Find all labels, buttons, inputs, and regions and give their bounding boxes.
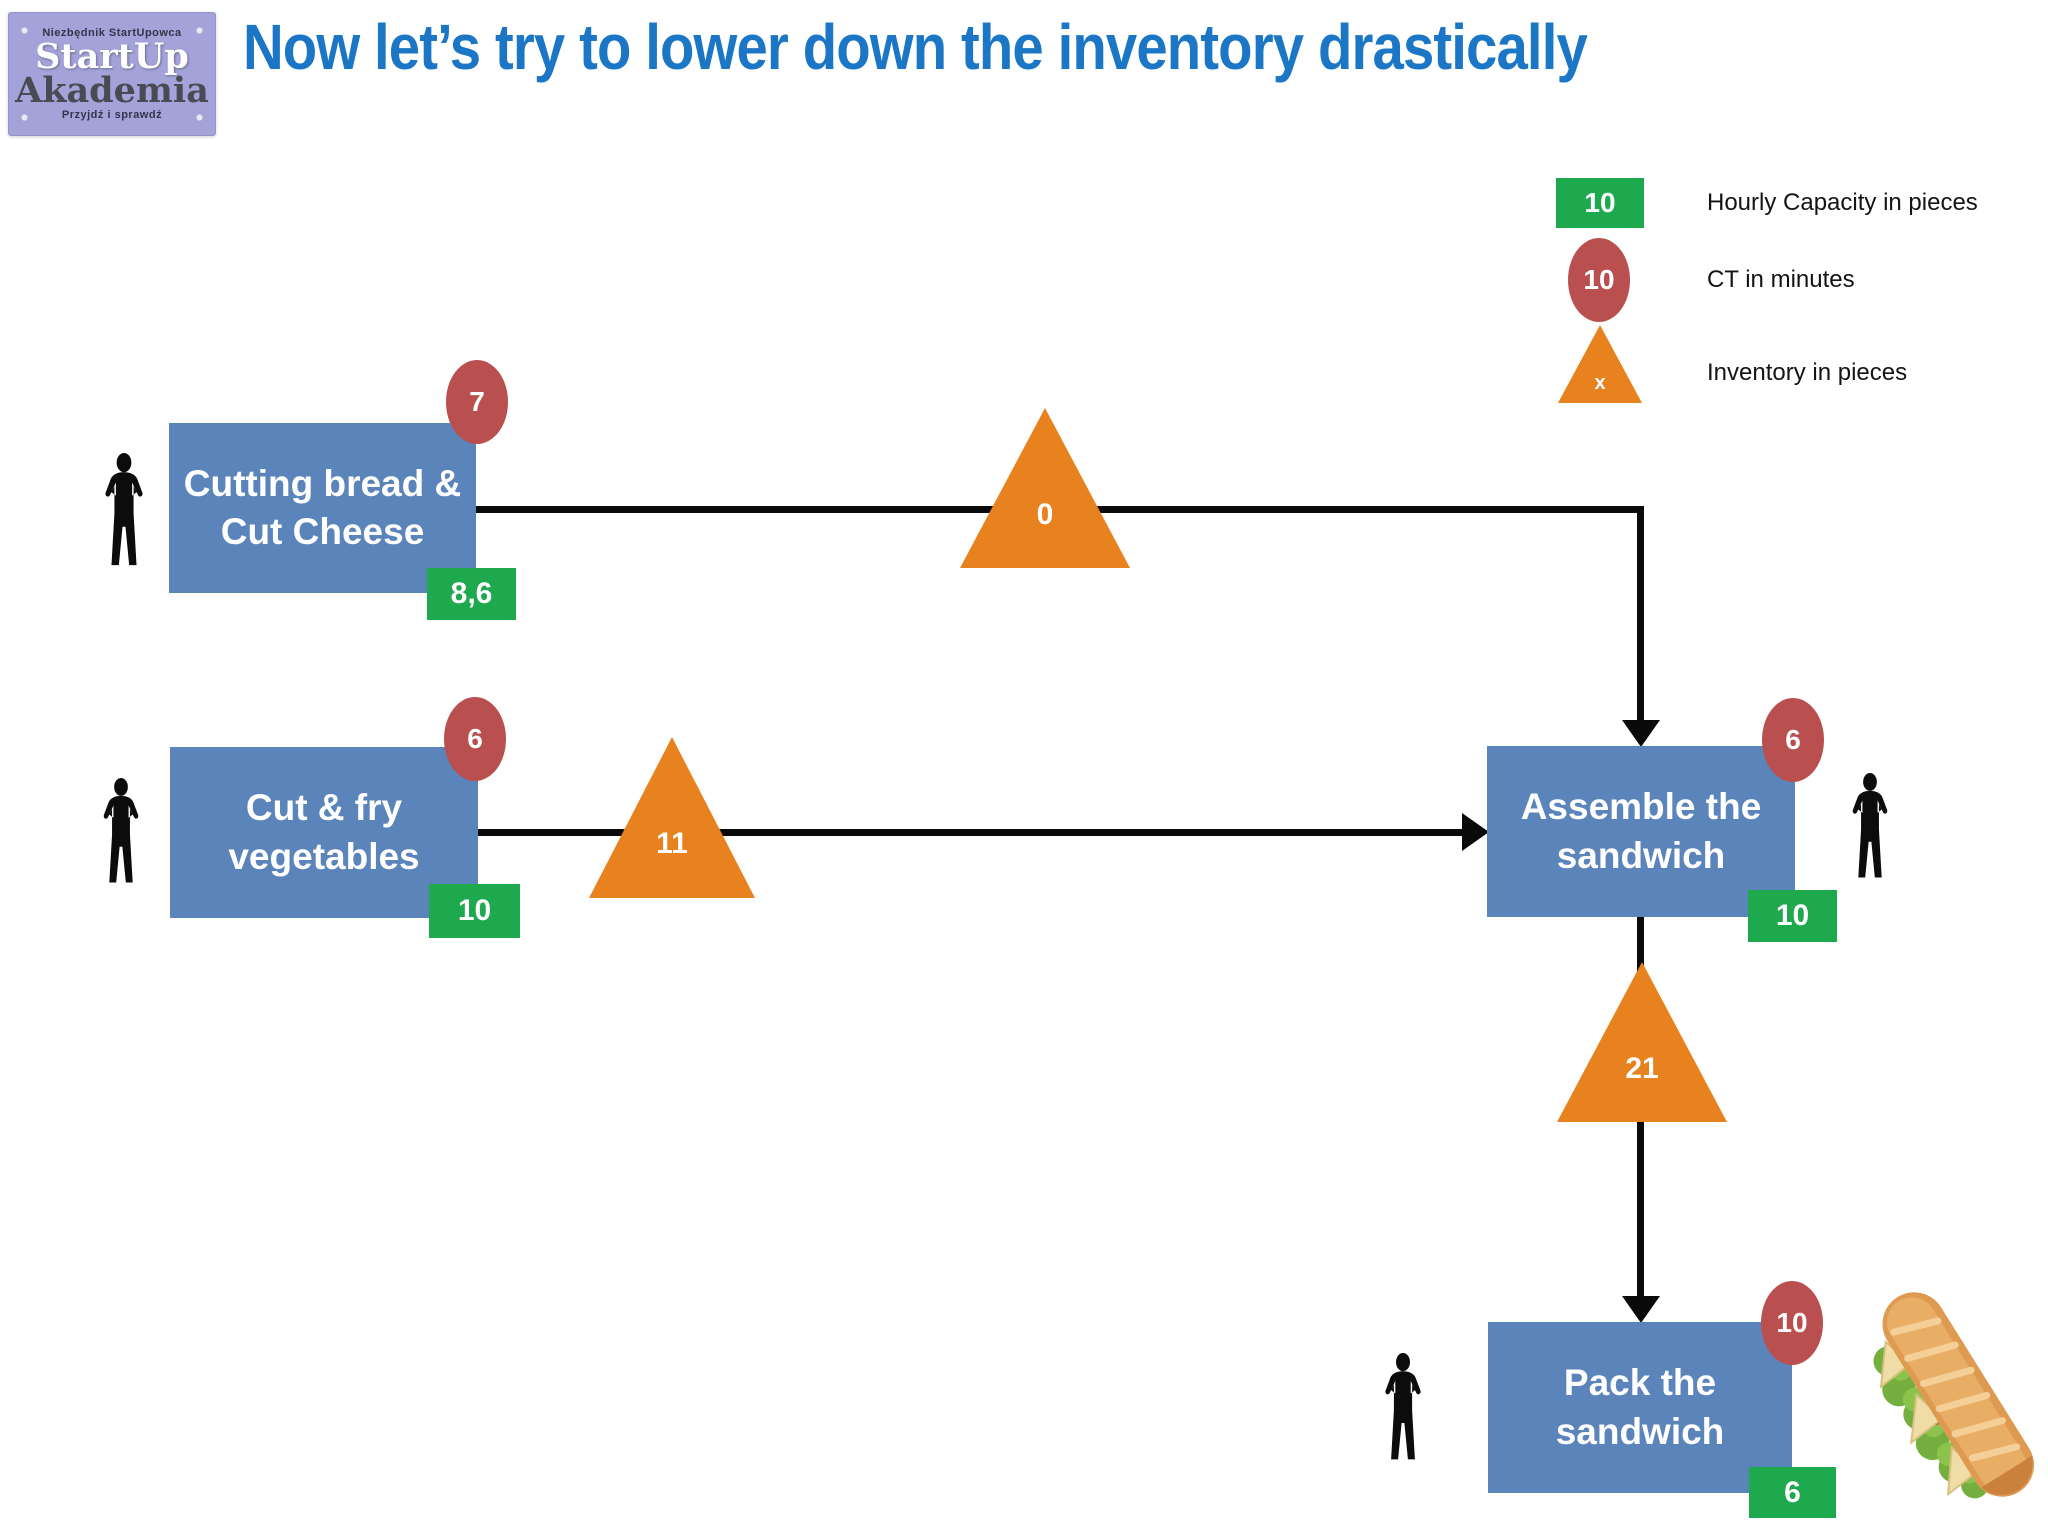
ct-badge-pack-sandwich: 10: [1761, 1281, 1823, 1365]
inventory-triangle-assemble-pack: 21: [1557, 962, 1727, 1122]
inventory-triangle-vegetables-assemble: 11: [589, 737, 755, 898]
screw-icon: [21, 27, 28, 34]
legend-ct-swatch: 10: [1568, 238, 1630, 322]
legend-inventory-swatch: x: [1558, 325, 1642, 403]
sandwich-image: [1843, 1292, 2041, 1520]
logo-name-line1: StartUp: [35, 36, 189, 78]
startup-akademia-logo: Niezbędnik StartUpowca StartUp Akademia …: [8, 12, 216, 136]
legend-ct-label: CT in minutes: [1707, 266, 1855, 293]
process-label-line: sandwich: [1555, 1410, 1725, 1452]
worker-icon: [1381, 1353, 1425, 1465]
process-label-line: Assemble the: [1520, 786, 1762, 828]
process-label-line: Cut Cheese: [220, 511, 425, 552]
screw-icon: [196, 114, 203, 121]
worker-icon: [99, 778, 143, 888]
logo-top-text: Niezbędnik StartUpowca: [42, 27, 182, 40]
inventory-value: 11: [656, 827, 688, 861]
arrowhead-into-pack-top: [1622, 1296, 1660, 1323]
logo-name-line2: Akademia: [15, 70, 209, 111]
process-label-line: Pack the: [1563, 1362, 1717, 1404]
legend-inventory-label: Inventory in pieces: [1707, 359, 1908, 386]
legend-inventory-swatch-value: x: [1594, 371, 1606, 394]
capacity-badge-cut-fry-vegetables: 10: [429, 884, 520, 938]
legend-capacity-swatch: 10: [1556, 178, 1644, 228]
inventory-value: 21: [1625, 1051, 1659, 1085]
ct-badge-cutting-bread: 7: [446, 360, 508, 444]
process-label-line: Cut & fry: [245, 787, 403, 829]
worker-icon: [1848, 773, 1892, 883]
process-label-line: sandwich: [1556, 834, 1726, 876]
ct-badge-assemble-sandwich: 6: [1762, 698, 1824, 782]
connector-vegetables-to-assemble: [478, 829, 1465, 836]
process-box-cut-fry-vegetables: Cut & fry vegetables: [170, 747, 478, 918]
ct-badge-cut-fry-vegetables: 6: [444, 697, 506, 781]
capacity-badge-assemble-sandwich: 10: [1748, 890, 1837, 942]
process-box-assemble-sandwich: Assemble the sandwich: [1487, 746, 1795, 917]
capacity-badge-cutting-bread: 8,6: [427, 568, 516, 620]
arrowhead-into-assemble-left: [1462, 813, 1489, 851]
capacity-badge-pack-sandwich: 6: [1749, 1467, 1836, 1518]
process-label-line: Cutting bread &: [183, 462, 462, 504]
inventory-triangle-cutting-assemble: 0: [960, 408, 1130, 568]
connector-cutting-to-assemble-vertical: [1637, 506, 1644, 722]
process-label-line: vegetables: [228, 835, 420, 877]
worker-icon: [100, 453, 148, 571]
screw-icon: [196, 27, 203, 34]
process-box-pack-sandwich: Pack the sandwich: [1488, 1322, 1792, 1493]
logo-bottom-text: Przyjdź i sprawdź: [61, 108, 163, 121]
process-box-cutting-bread: Cutting bread & Cut Cheese: [169, 423, 476, 593]
screw-icon: [21, 114, 28, 121]
legend-capacity-label: Hourly Capacity in pieces: [1707, 189, 1978, 216]
slide-title: Now let’s try to lower down the inventor…: [243, 11, 1588, 83]
inventory-value: 0: [1036, 497, 1054, 531]
arrowhead-into-assemble-top: [1622, 720, 1660, 747]
